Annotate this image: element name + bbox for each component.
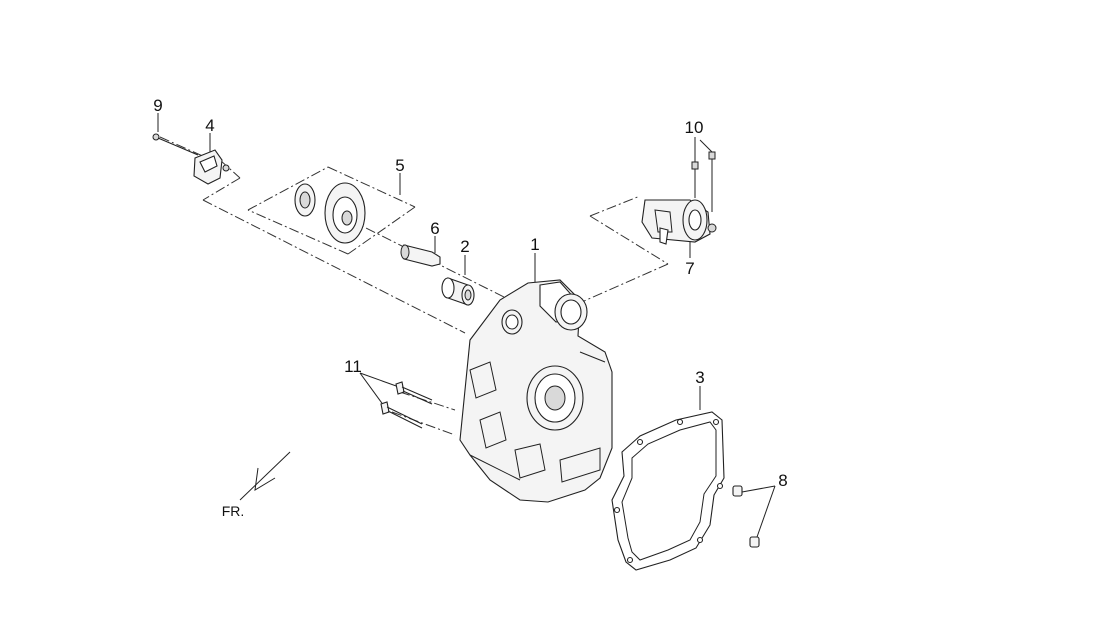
- part-6-shaft: [400, 244, 441, 267]
- callout-4: 4: [205, 116, 214, 135]
- leader-lines: [157, 113, 776, 538]
- callout-6: 6: [430, 219, 439, 238]
- front-direction-arrow: [239, 451, 291, 501]
- part-1-crankcase: [459, 279, 613, 503]
- part-3-gasket: [611, 411, 725, 571]
- part-5-gear-set: [294, 182, 366, 244]
- callout-7: 7: [685, 259, 694, 278]
- callout-2: 2: [460, 237, 469, 256]
- callout-1: 1: [530, 235, 539, 254]
- part-11-bolts: [380, 381, 433, 429]
- direction-label: FR.: [222, 503, 245, 519]
- callout-5: 5: [395, 156, 404, 175]
- callout-3: 3: [695, 368, 704, 387]
- part-8-dowels: [732, 485, 760, 548]
- part-10-screws: [691, 151, 716, 212]
- part-4-bracket: [193, 149, 230, 185]
- part-9-screw: [152, 133, 199, 156]
- assembly-lines: [159, 136, 669, 436]
- callout-8: 8: [778, 471, 787, 490]
- callout-11: 11: [344, 357, 362, 376]
- callout-10: 10: [685, 118, 704, 137]
- part-2-bearing: [441, 277, 475, 306]
- callout-9: 9: [153, 96, 162, 115]
- part-7-starter-motor: [641, 199, 717, 245]
